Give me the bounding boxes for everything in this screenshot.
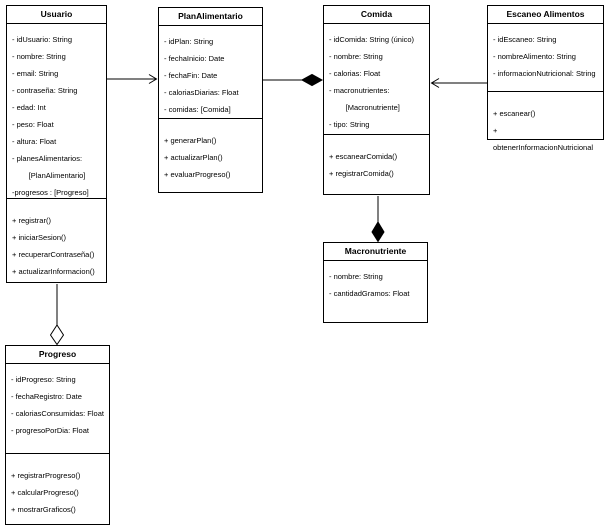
method-row: + actualizarInformacion() bbox=[12, 267, 95, 276]
attribute-row: - caloriasDiarias: Float bbox=[164, 88, 239, 97]
attribute-row: - cantidadGramos: Float bbox=[329, 289, 410, 298]
method-row: + escanearComida() bbox=[329, 152, 398, 161]
filled-diamond-icon bbox=[371, 221, 385, 243]
attribute-row: - idEscaneo: String bbox=[493, 35, 557, 44]
attribute-row: - calorias: Float bbox=[329, 69, 381, 78]
methods-compartment: + registrarProgreso() + calcularProgreso(… bbox=[6, 454, 109, 524]
attribute-row: - nombre: String bbox=[12, 52, 66, 61]
attribute-row: - idPlan: String bbox=[164, 37, 214, 46]
attribute-row: - nombreAlimento: String bbox=[493, 52, 576, 61]
hollow-diamond-icon bbox=[49, 324, 65, 346]
method-row: + calcularProgreso() bbox=[11, 488, 79, 497]
method-row: + recuperarContraseña() bbox=[12, 250, 95, 259]
method-row: + escanear() bbox=[493, 109, 536, 118]
attribute-row: - fechaRegistro: Date bbox=[11, 392, 82, 401]
attributes-compartment: - nombre: String - cantidadGramos: Float bbox=[324, 261, 427, 322]
attributes-compartment: - idProgreso: String - fechaRegistro: Dat… bbox=[6, 364, 109, 454]
attribute-row: - peso: Float bbox=[12, 120, 54, 129]
methods-compartment: + escanear() + obtenerInformacionNutricio… bbox=[488, 92, 603, 158]
class-title: Escaneo Alimentos bbox=[488, 6, 603, 24]
edge-comida-macronutriente-composition[interactable] bbox=[371, 196, 385, 243]
method-row: + generarPlan() bbox=[164, 136, 217, 145]
method-row: + iniciarSesion() bbox=[12, 233, 66, 242]
class-title: Comida bbox=[324, 6, 429, 24]
class-title: PlanAlimentario bbox=[159, 8, 262, 26]
class-box-escaneo-alimentos[interactable]: Escaneo Alimentos - idEscaneo: String - n… bbox=[487, 5, 604, 152]
methods-compartment: + escanearComida() + registrarComida() bbox=[324, 135, 429, 194]
attribute-row: - idUsuario: String bbox=[12, 35, 73, 44]
filled-diamond-icon bbox=[300, 73, 324, 87]
attribute-row: - contraseña: String bbox=[12, 86, 78, 95]
attribute-row: - email: String bbox=[12, 69, 59, 78]
attribute-row: - fechaInicio: Date bbox=[164, 54, 225, 63]
method-row: + mostrarGraficos() bbox=[11, 505, 76, 514]
methods-compartment: + registrar() + iniciarSesion() + recupera… bbox=[7, 199, 106, 282]
attributes-compartment: - idEscaneo: String - nombreAlimento: Str… bbox=[488, 24, 603, 92]
class-title: Progreso bbox=[6, 346, 109, 364]
attribute-row: - idComida: String (único) bbox=[329, 35, 415, 44]
attribute-row: - caloriasConsumidas: Float bbox=[11, 409, 104, 418]
open-arrowhead-icon bbox=[148, 74, 158, 84]
attribute-row: - macronutrientes: [Macronutriente] bbox=[329, 86, 400, 112]
edge-usuario-progreso-aggregation[interactable] bbox=[49, 284, 65, 346]
attributes-compartment: - idComida: String (único) - nombre: Stri… bbox=[324, 24, 429, 135]
attribute-row: - edad: Int bbox=[12, 103, 46, 112]
method-row: + registrarProgreso() bbox=[11, 471, 81, 480]
class-box-usuario[interactable]: Usuario - idUsuario: String - nombre: Str… bbox=[6, 5, 107, 283]
attributes-compartment: - idUsuario: String - nombre: String - ema… bbox=[7, 24, 106, 199]
attribute-row: - progresoPorDia: Float bbox=[11, 426, 89, 435]
method-row: + actualizarPlan() bbox=[164, 153, 223, 162]
attribute-row: - informacionNutricional: String bbox=[493, 69, 596, 78]
attribute-row: -progresos : [Progreso] bbox=[12, 188, 89, 197]
class-title: Usuario bbox=[7, 6, 106, 24]
class-box-planalimentario[interactable]: PlanAlimentario - idPlan: String - fechaI… bbox=[158, 7, 263, 193]
method-row: + evaluarProgreso() bbox=[164, 170, 231, 179]
attribute-row: - idProgreso: String bbox=[11, 375, 76, 384]
attribute-row: - planesAlimentarios: [PlanAlimentario] bbox=[12, 154, 86, 180]
attributes-compartment: - idPlan: String - fechaInicio: Date - fec… bbox=[159, 26, 262, 119]
method-row: + obtenerInformacionNutricional bbox=[493, 126, 594, 152]
attribute-row: - nombre: String bbox=[329, 52, 383, 61]
class-box-macronutriente[interactable]: Macronutriente - nombre: String - cantida… bbox=[323, 242, 428, 323]
edge-planalimentario-comida-composition[interactable] bbox=[263, 73, 324, 87]
attribute-row: - altura: Float bbox=[12, 137, 57, 146]
attribute-row: - tipo: String bbox=[329, 120, 370, 129]
methods-compartment: + generarPlan() + actualizarPlan() + evalu… bbox=[159, 119, 262, 192]
edge-escaneo-comida-association[interactable] bbox=[430, 78, 488, 88]
class-box-comida[interactable]: Comida - idComida: String (único) - nombr… bbox=[323, 5, 430, 195]
method-row: + registrar() bbox=[12, 216, 51, 225]
attribute-row: - comidas: [Comida] bbox=[164, 105, 231, 114]
class-title: Macronutriente bbox=[324, 243, 427, 261]
edge-usuario-planalimentario-association[interactable] bbox=[107, 74, 158, 84]
attribute-row: - fechaFin: Date bbox=[164, 71, 218, 80]
method-row: + registrarComida() bbox=[329, 169, 394, 178]
attribute-row: - nombre: String bbox=[329, 272, 383, 281]
open-arrowhead-icon bbox=[430, 78, 440, 88]
class-box-progreso[interactable]: Progreso - idProgreso: String - fechaRegi… bbox=[5, 345, 110, 525]
